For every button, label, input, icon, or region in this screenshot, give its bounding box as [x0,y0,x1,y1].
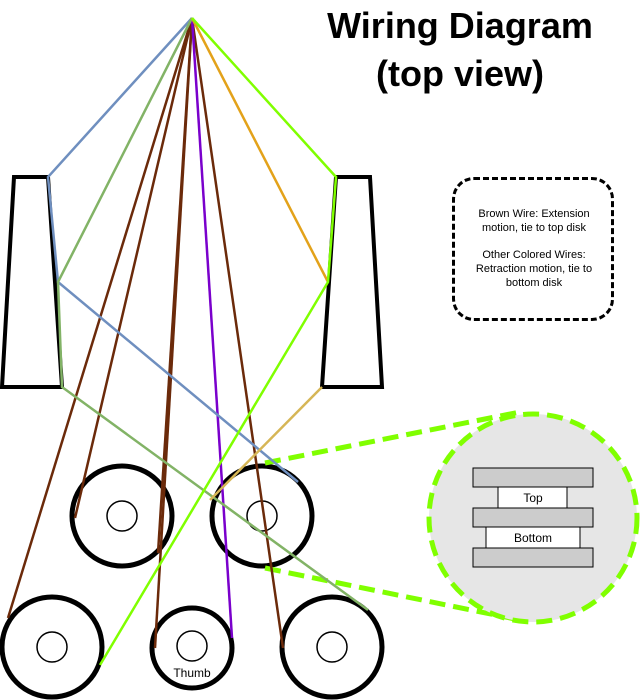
brown-wire-upper-left [73,17,194,519]
finger-disk-lower-left [0,594,105,700]
finger-disk-thumb: Thumb [149,605,235,691]
legend-other-note: Other Colored Wires: Retraction motion, … [475,249,593,289]
disk-plate-middle [472,507,594,528]
brown-wire-thumb [153,17,194,649]
finger-disk-lower-right [279,594,385,700]
legend-brown-note: Brown Wire: Extension motion, tie to top… [478,208,590,234]
legend-note-box [452,177,614,321]
right-anchor-block [319,175,385,389]
left-anchor-block [0,175,65,389]
blue-wire [46,17,299,483]
orange-wire [190,17,330,283]
zoom-line-bottom [264,565,521,623]
lime-wire [98,17,338,666]
disk-plate-bottom [472,547,594,568]
purple-wire-thumb [190,17,234,639]
zoom-line-top [264,409,521,466]
diagram-title: Wiring Diagram [327,5,593,46]
disk-stack-detail: Top Bottom [264,409,640,625]
disk-plate-top [472,467,594,488]
sage-wire [56,17,369,612]
thumb-label: Thumb [173,666,211,680]
tan-wire [209,386,323,501]
top-disk-label: Top [523,491,543,505]
diagram-subtitle: (top view) [376,53,544,94]
finger-disk-upper-left [69,463,175,569]
bottom-disk-label: Bottom [514,531,552,545]
finger-disk-upper-right [209,463,315,569]
brown-wire-lower-right [190,17,285,649]
wires [6,17,369,666]
